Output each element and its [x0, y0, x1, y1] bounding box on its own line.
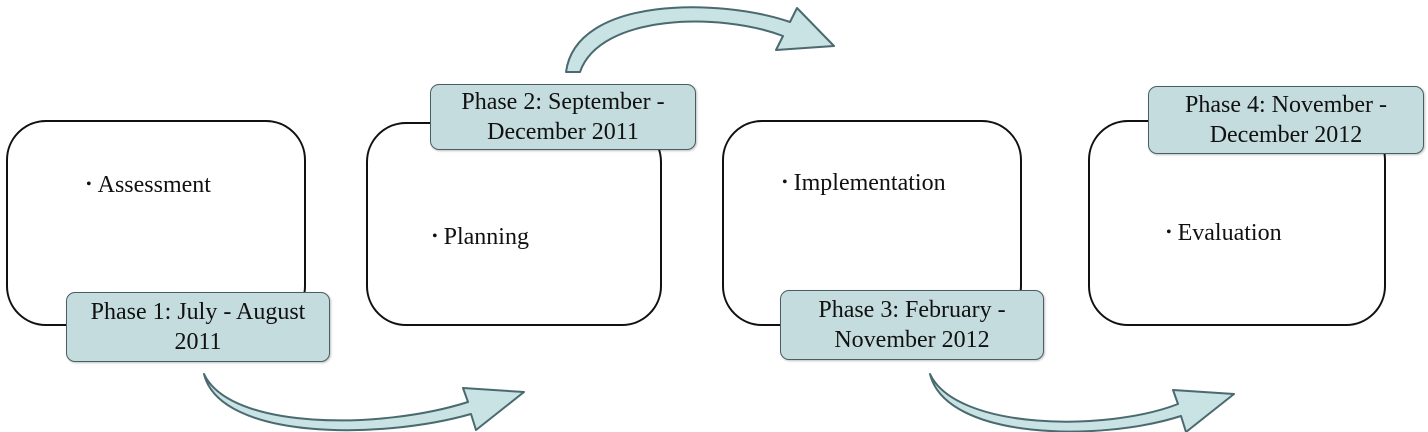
phase-1-activity: • Assessment: [86, 172, 211, 199]
phase-1-label: Phase 1: July - August 2011: [66, 292, 330, 362]
phase-2-box: [366, 122, 662, 326]
phase-4-label: Phase 4: November - December 2012: [1148, 86, 1424, 154]
phase-3-activity: • Implementation: [782, 170, 946, 197]
phase-4-activity: • Evaluation: [1166, 220, 1282, 247]
phase-label-text: Phase 4: November - December 2012: [1185, 92, 1387, 148]
phase-2-activity: • Planning: [432, 224, 529, 251]
activity-text: Planning: [443, 224, 529, 250]
phase-4-box: [1088, 120, 1386, 326]
activity-text: Assessment: [97, 172, 211, 198]
activity-text: Implementation: [793, 170, 946, 196]
bullet-dot: •: [1166, 224, 1172, 241]
phase-label-text: Phase 3: February - November 2012: [818, 297, 1006, 353]
arrow-phase1-to-phase2: [203, 373, 525, 432]
bullet-dot: •: [782, 174, 788, 191]
phase-1-box: [6, 120, 306, 326]
phase-3-label: Phase 3: February - November 2012: [780, 290, 1044, 360]
phase-2-label: Phase 2: September - December 2011: [430, 84, 696, 150]
arrow-phase2-to-phase3: [565, 6, 835, 73]
bullet-dot: •: [86, 176, 92, 193]
activity-text: Evaluation: [1177, 220, 1282, 246]
arrow-phase3-to-phase4: [929, 373, 1235, 432]
phase-label-text: Phase 1: July - August 2011: [90, 299, 306, 355]
phase-label-text: Phase 2: September - December 2011: [461, 89, 665, 145]
bullet-dot: •: [432, 228, 438, 245]
